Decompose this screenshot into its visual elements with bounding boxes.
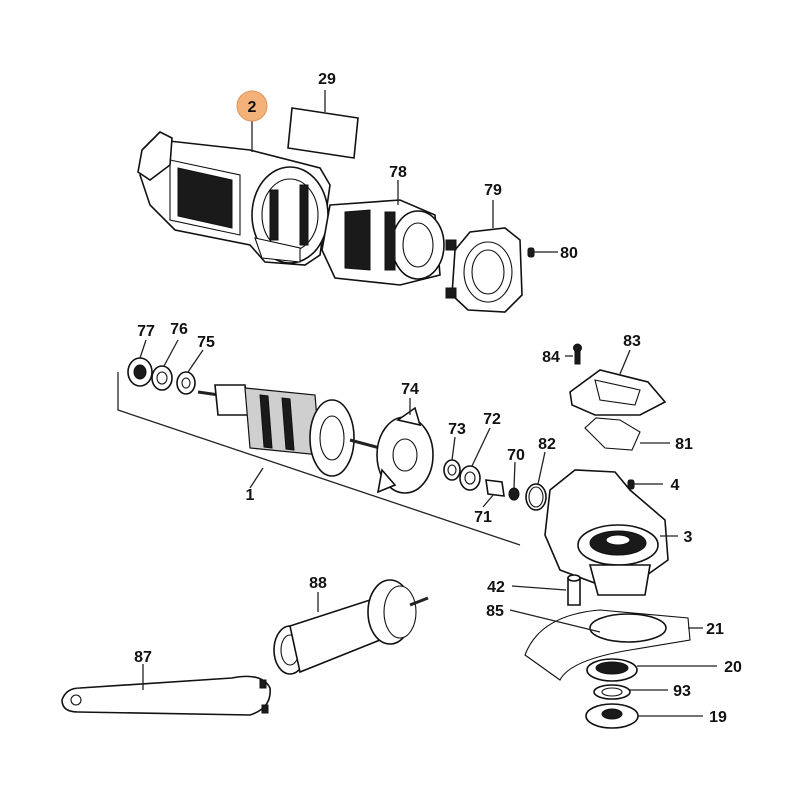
callout-83[interactable]: 83	[623, 333, 641, 350]
armature	[197, 384, 396, 477]
gasket	[584, 417, 641, 451]
callout-76[interactable]: 76	[170, 321, 188, 338]
bearing-stack	[127, 357, 196, 395]
label-plate	[287, 107, 359, 159]
callout-80[interactable]: 80	[560, 245, 578, 262]
callout-85[interactable]: 85	[486, 603, 504, 620]
callout-20[interactable]: 20	[724, 659, 742, 676]
callout-3[interactable]: 3	[684, 529, 693, 546]
callout-70[interactable]: 70	[507, 447, 525, 464]
callout-1[interactable]: 1	[246, 487, 255, 504]
callout-73[interactable]: 73	[448, 421, 466, 438]
callout-4[interactable]: 4	[671, 477, 680, 494]
screw	[527, 247, 546, 258]
gear-cover	[569, 343, 667, 416]
highlighted-callout-marker	[236, 90, 268, 122]
callout-79[interactable]: 79	[484, 182, 502, 199]
callout-71[interactable]: 71	[474, 509, 492, 526]
motor-housing	[137, 131, 331, 266]
callout-78[interactable]: 78	[389, 164, 407, 181]
callout-77[interactable]: 77	[137, 323, 155, 340]
callout-2[interactable]: 2	[248, 99, 257, 116]
callout-21[interactable]: 21	[706, 621, 724, 638]
spanner-wrench	[61, 675, 271, 716]
pin	[567, 574, 581, 606]
callout-72[interactable]: 72	[483, 411, 501, 428]
callout-84[interactable]: 84	[542, 349, 560, 366]
spindle-parts	[443, 459, 547, 511]
flange-set	[585, 658, 639, 729]
callout-88[interactable]: 88	[309, 575, 327, 592]
callout-29[interactable]: 29	[318, 71, 336, 88]
callout-81[interactable]: 81	[675, 436, 693, 453]
callout-75[interactable]: 75	[197, 334, 215, 351]
callout-numbers: 2 29 78 79 80 77 76 75 74 73 72 70 71 82…	[134, 71, 742, 726]
callout-42[interactable]: 42	[487, 579, 505, 596]
callout-74[interactable]: 74	[401, 381, 419, 398]
leader-lines	[117, 90, 717, 717]
callout-19[interactable]: 19	[709, 709, 727, 726]
callout-87[interactable]: 87	[134, 649, 152, 666]
field-coil	[321, 199, 445, 286]
end-plate	[445, 227, 523, 313]
fan	[376, 406, 434, 494]
callout-93[interactable]: 93	[673, 683, 691, 700]
wheel-guard	[524, 609, 691, 681]
callout-82[interactable]: 82	[538, 436, 556, 453]
gear-head	[544, 469, 669, 596]
side-handle	[273, 579, 429, 675]
